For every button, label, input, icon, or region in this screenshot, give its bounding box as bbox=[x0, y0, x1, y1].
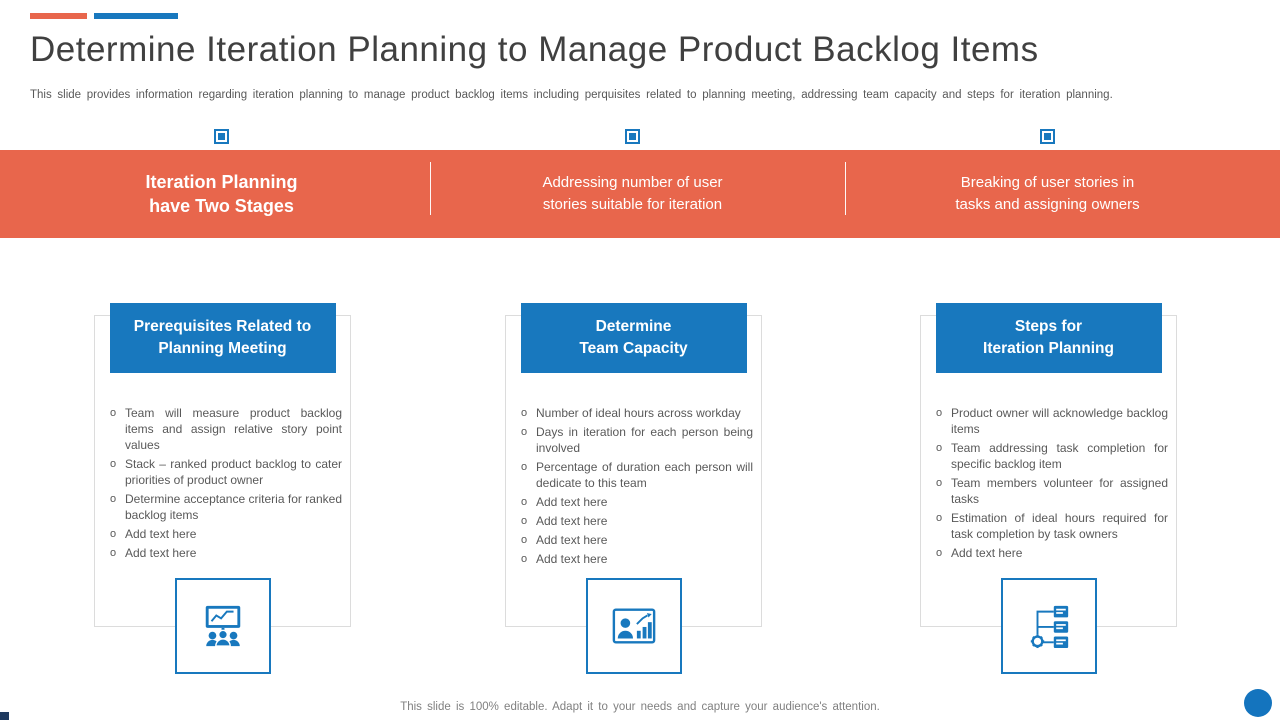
bullet-item: Stack – ranked product backlog to cater … bbox=[108, 457, 342, 489]
bullet-item: Add text here bbox=[519, 495, 753, 511]
banner-item-label: Breaking of user stories in tasks and as… bbox=[955, 174, 1140, 213]
card-team-capacity: Determine Team Capacity Number of ideal … bbox=[505, 303, 762, 674]
bullet-item: Team will measure product backlog items … bbox=[108, 406, 342, 454]
card-title-text: Determine Team Capacity bbox=[579, 318, 688, 357]
card-title-prerequisites: Prerequisites Related to Planning Meetin… bbox=[109, 303, 336, 373]
subtitle: This slide provides information regardin… bbox=[30, 89, 1113, 101]
bullet-item: Add text here bbox=[519, 514, 753, 530]
banner-divider bbox=[430, 162, 431, 215]
workflow-gear-icon bbox=[1000, 578, 1097, 674]
card-title-text: Steps for Iteration Planning bbox=[983, 318, 1114, 357]
person-analytics-icon bbox=[585, 578, 682, 674]
card-prerequisites: Prerequisites Related to Planning Meetin… bbox=[94, 303, 351, 674]
bullet-item: Team members volunteer for assigned task… bbox=[934, 476, 1168, 508]
bullet-item: Team addressing task completion for spec… bbox=[934, 441, 1168, 473]
card-bullet-list: Team will measure product backlog items … bbox=[108, 406, 342, 565]
checkbox-icon bbox=[625, 129, 640, 144]
footer-note: This slide is 100% editable. Adapt it to… bbox=[400, 701, 880, 713]
banner-item-iteration-stages: Iteration Planning have Two Stages bbox=[94, 150, 349, 238]
banner-divider bbox=[845, 162, 846, 215]
bullet-item: Percentage of duration each person will … bbox=[519, 460, 753, 492]
bullet-item: Product owner will acknowledge backlog i… bbox=[934, 406, 1168, 438]
banner-item-breaking-stories: Breaking of user stories in tasks and as… bbox=[920, 150, 1175, 238]
banner: Iteration Planning have Two Stages Addre… bbox=[0, 150, 1280, 238]
checkbox-icon bbox=[214, 129, 229, 144]
bullet-item: Add text here bbox=[519, 533, 753, 549]
bullet-item: Add text here bbox=[108, 546, 342, 562]
bullet-item: Add text here bbox=[934, 546, 1168, 562]
banner-item-label: Iteration Planning have Two Stages bbox=[145, 171, 298, 216]
banner-item-user-stories: Addressing number of user stories suitab… bbox=[505, 150, 760, 238]
corner-circle-decoration bbox=[1244, 689, 1272, 717]
page-title: Determine Iteration Planning to Manage P… bbox=[30, 30, 1039, 69]
bullet-item: Days in iteration for each person being … bbox=[519, 425, 753, 457]
bullet-item: Number of ideal hours across workday bbox=[519, 406, 753, 422]
workflow-gear-icon bbox=[1030, 605, 1068, 649]
banner-item-label: Addressing number of user stories suitab… bbox=[542, 174, 723, 213]
checkbox-icon bbox=[1040, 129, 1055, 144]
card-bullet-list: Product owner will acknowledge backlog i… bbox=[934, 406, 1168, 565]
accent-bar-blue bbox=[94, 13, 178, 19]
card-title-iteration-steps: Steps for Iteration Planning bbox=[935, 303, 1162, 373]
accent-bar-orange bbox=[30, 13, 87, 19]
card-title-team-capacity: Determine Team Capacity bbox=[520, 303, 747, 373]
card-iteration-steps: Steps for Iteration Planning Product own… bbox=[920, 303, 1177, 674]
bullet-item: Add text here bbox=[108, 527, 342, 543]
corner-bar-decoration bbox=[0, 712, 9, 720]
card-title-text: Prerequisites Related to Planning Meetin… bbox=[133, 318, 312, 357]
person-analytics-icon bbox=[612, 608, 655, 644]
presentation-meeting-icon bbox=[174, 578, 271, 674]
bullet-item: Estimation of ideal hours required for t… bbox=[934, 511, 1168, 543]
bullet-item: Determine acceptance criteria for ranked… bbox=[108, 492, 342, 524]
bullet-item: Add text here bbox=[519, 552, 753, 568]
card-bullet-list: Number of ideal hours across workday Day… bbox=[519, 406, 753, 571]
presentation-meeting-icon bbox=[205, 605, 240, 647]
